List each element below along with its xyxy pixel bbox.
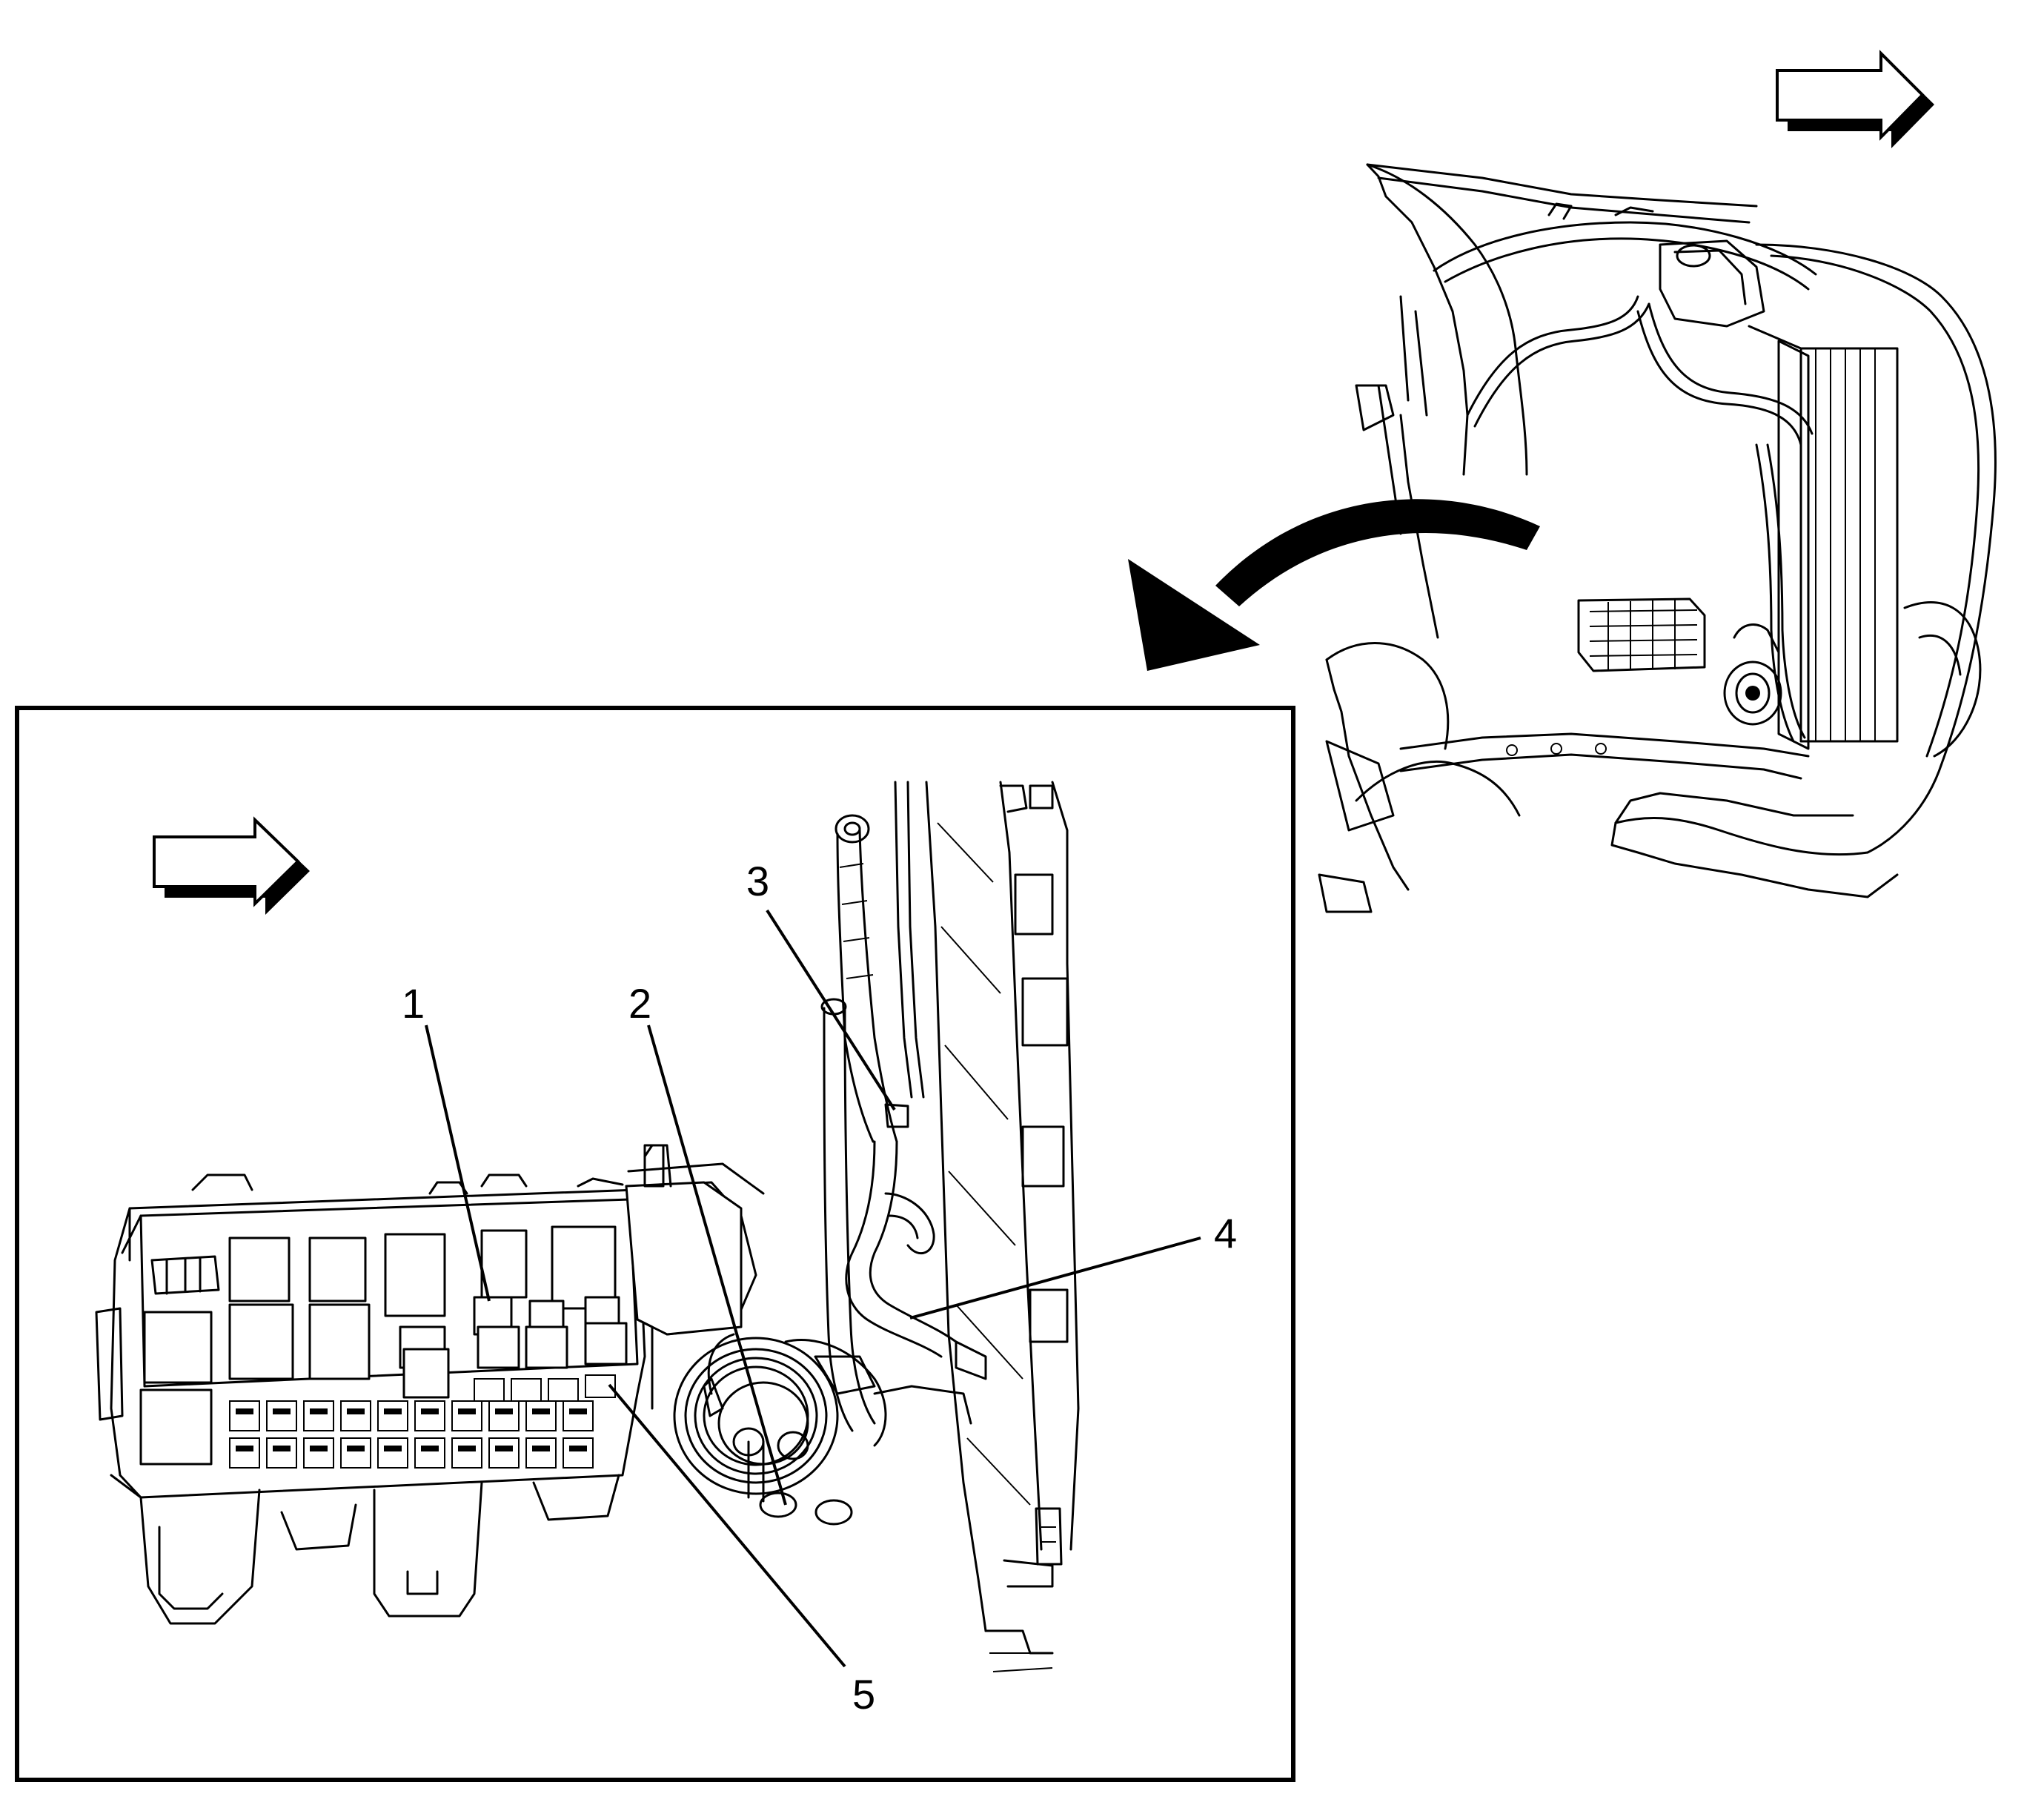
callout-leader-lines xyxy=(425,909,1201,1668)
callout-labels: 1 2 3 4 5 xyxy=(402,858,1237,1718)
curved-zoom-arrow-icon xyxy=(1128,499,1540,671)
ac-compressor xyxy=(627,1162,972,1526)
underhood-fuse-block xyxy=(95,1144,743,1625)
callout-2: 2 xyxy=(628,980,651,1027)
wiring-harness-and-hose xyxy=(820,781,987,1432)
frame-rail xyxy=(925,781,1080,1672)
callout-3: 3 xyxy=(746,858,769,904)
callout-1: 1 xyxy=(402,980,425,1027)
vehicle-front-end-overview xyxy=(1318,163,1997,913)
forward-direction-arrow-icon xyxy=(1776,50,1934,148)
callout-4: 4 xyxy=(1214,1210,1237,1257)
forward-direction-arrow-icon xyxy=(153,816,310,915)
callout-5: 5 xyxy=(852,1671,875,1718)
